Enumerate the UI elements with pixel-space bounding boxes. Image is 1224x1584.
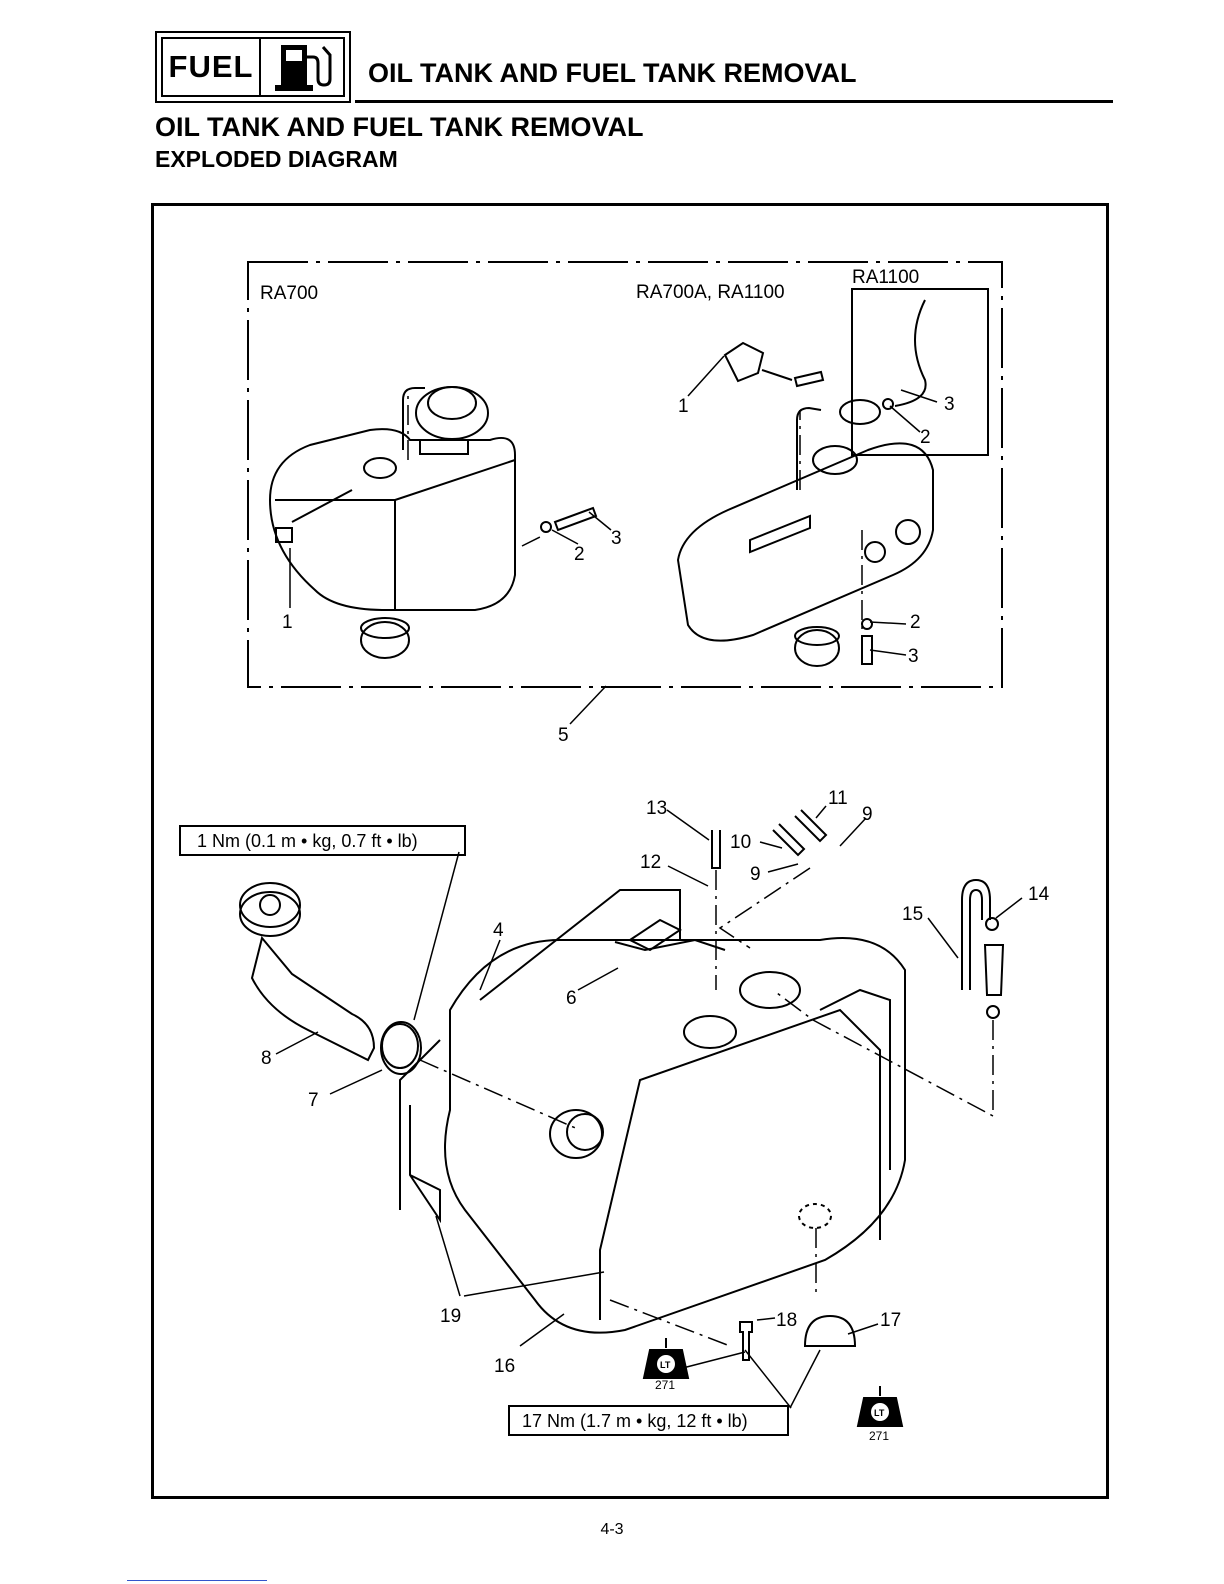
hose-13 (712, 830, 720, 868)
callout-12: 12 (640, 852, 661, 873)
callout-9: 9 (750, 864, 761, 885)
callout-inset-3: 3 (611, 528, 622, 549)
callout-13: 13 (646, 798, 667, 819)
callout-15: 15 (902, 904, 923, 925)
bolt (740, 1322, 752, 1360)
callout-8: 8 (261, 1048, 272, 1069)
callout-5: 5 (558, 725, 569, 746)
damper (805, 1316, 855, 1346)
leader-lines (276, 356, 1022, 1408)
callout-6: 6 (566, 988, 577, 1009)
callout-11: 11 (828, 788, 848, 809)
locktite-icon (644, 1338, 688, 1378)
breather-hose-assembly (962, 880, 1003, 1018)
hose-clamp (381, 1022, 421, 1074)
model-label-ra1100: RA1100 (852, 267, 919, 288)
model-label-ra700a: RA700A, RA1100 (636, 282, 785, 303)
callout-inset-1: 1 (282, 612, 293, 633)
callout-16: 16 (494, 1356, 515, 1377)
callout-4: 4 (493, 920, 504, 941)
locktite-number: 271 (655, 1378, 675, 1392)
hose-11 (795, 810, 826, 841)
callout-inset-2: 2 (910, 612, 921, 633)
torque-spec-upper: 1 Nm (0.1 m • kg, 0.7 ft • lb) (197, 831, 418, 851)
callout-inset-3: 3 (944, 394, 955, 415)
callout-inset-2: 2 (574, 544, 585, 565)
locktite-symbol: LT (660, 1360, 671, 1370)
oil-tank-ra700a (678, 300, 933, 666)
filler-cap-and-hose (240, 883, 418, 1068)
callout-inset-3: 3 (908, 646, 919, 667)
callout-10: 10 (730, 832, 751, 853)
assembly-lines (408, 390, 993, 1346)
model-label-ra700: RA700 (260, 283, 318, 304)
footer-link-underline (127, 1580, 267, 1581)
callout-inset-1: 1 (678, 396, 689, 417)
callout-19: 19 (440, 1306, 461, 1327)
page-number: 4-3 (0, 1521, 1224, 1539)
callout-9: 9 (862, 804, 873, 825)
fuel-tank (400, 890, 905, 1333)
locktite-icon (858, 1386, 902, 1426)
hose-10 (773, 824, 804, 855)
locktite-symbol: LT (874, 1408, 885, 1418)
callout-18: 18 (776, 1310, 797, 1331)
oil-tank-ra700 (270, 387, 596, 658)
torque-spec-lower: 17 Nm (1.7 m • kg, 12 ft • lb) (522, 1411, 748, 1431)
callout-17: 17 (880, 1310, 901, 1331)
callout-inset-2: 2 (920, 427, 931, 448)
callout-14: 14 (1028, 884, 1050, 905)
callout-7: 7 (308, 1090, 319, 1111)
locktite-number: 271 (869, 1429, 889, 1443)
